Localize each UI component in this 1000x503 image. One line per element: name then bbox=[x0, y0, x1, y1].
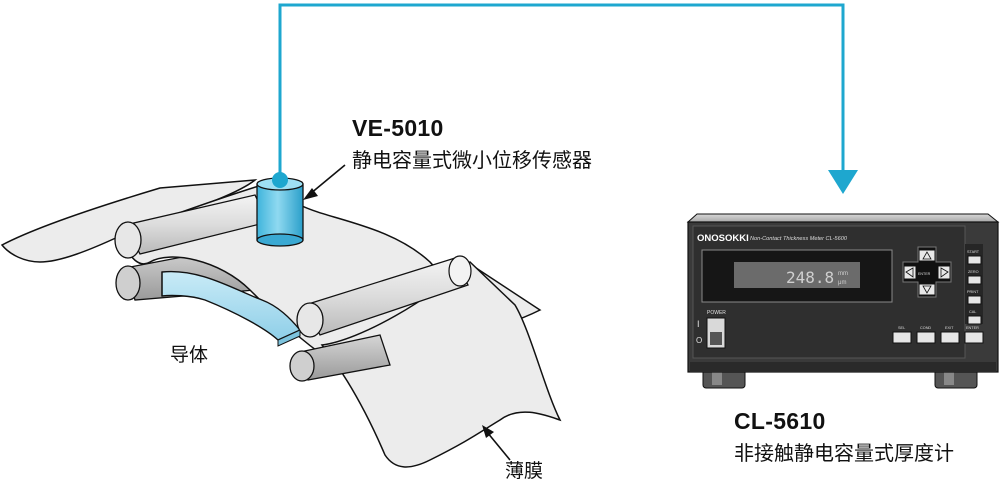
bottom-label-cond: COND bbox=[920, 326, 931, 330]
power-off-mark: O bbox=[696, 336, 702, 345]
bottom-label-exit: EXIT bbox=[945, 326, 954, 330]
meter-side-buttons bbox=[967, 255, 982, 325]
conductor-label: 导体 bbox=[170, 344, 209, 366]
film-assembly bbox=[0, 164, 562, 468]
side-label-print: PRINT bbox=[967, 290, 979, 294]
sensor-leader-arrow bbox=[303, 164, 346, 200]
side-label-cal: CAL bbox=[969, 310, 976, 314]
right-arrow-icon bbox=[940, 267, 949, 278]
nav-down-button[interactable] bbox=[918, 283, 936, 296]
meter-power-switch[interactable] bbox=[706, 317, 726, 349]
meter-bottom-buttons bbox=[892, 331, 984, 344]
cond-button[interactable] bbox=[916, 331, 936, 344]
sensor-model-label: VE-5010 bbox=[352, 115, 444, 141]
bottom-label-enter: ENTER bbox=[966, 326, 979, 330]
meter-description-label: 非接触静电容量式厚度计 bbox=[734, 441, 954, 465]
meter-display-unit-top: mm bbox=[838, 271, 848, 277]
sensor-head bbox=[256, 172, 304, 247]
nav-center-label: ENTER bbox=[918, 272, 931, 276]
start-button[interactable] bbox=[967, 255, 982, 265]
exit-button[interactable] bbox=[940, 331, 960, 344]
sensor-cable-connector bbox=[272, 172, 288, 188]
left-arrow-icon bbox=[905, 267, 914, 278]
meter-feet bbox=[702, 367, 978, 389]
nav-right-button[interactable] bbox=[937, 265, 951, 280]
cable-arrowhead bbox=[828, 170, 858, 194]
cal-button[interactable] bbox=[967, 315, 982, 325]
bottom-label-sel: SEL bbox=[898, 326, 905, 330]
meter-nav-pad bbox=[902, 246, 952, 298]
nav-up-button[interactable] bbox=[918, 249, 936, 262]
sensor-description-label: 静电容量式微小位移传感器 bbox=[352, 148, 592, 172]
power-on-mark: I bbox=[697, 319, 700, 329]
enter-button[interactable] bbox=[964, 331, 984, 344]
print-button[interactable] bbox=[967, 295, 982, 305]
film-leader-arrow bbox=[482, 425, 511, 461]
film-label: 薄膜 bbox=[505, 460, 544, 482]
nav-left-button[interactable] bbox=[903, 265, 917, 280]
meter-power-label: POWER bbox=[707, 310, 726, 316]
sensor-cable bbox=[278, 3, 858, 194]
meter-model-label: CL-5610 bbox=[734, 408, 826, 434]
sel-button[interactable] bbox=[892, 331, 912, 344]
conductor-plate bbox=[161, 270, 302, 347]
meter-display-value: 248.8 bbox=[786, 268, 834, 287]
side-label-zero: ZERO bbox=[968, 270, 979, 274]
cable-path bbox=[278, 3, 845, 180]
down-arrow-icon bbox=[922, 285, 932, 294]
meter-brand: ONOSOKKI bbox=[697, 233, 749, 244]
up-arrow-icon bbox=[922, 251, 932, 260]
zero-button[interactable] bbox=[967, 275, 982, 285]
lower-roller-right bbox=[289, 334, 391, 382]
front-roller-right bbox=[296, 255, 472, 338]
meter-display-unit-bottom: μm bbox=[838, 280, 846, 286]
meter-panel-title: Non-Contact Thickness Meter CL-5600 bbox=[750, 236, 848, 242]
side-label-start: START bbox=[967, 250, 980, 254]
meter-top-cover bbox=[686, 213, 1000, 223]
